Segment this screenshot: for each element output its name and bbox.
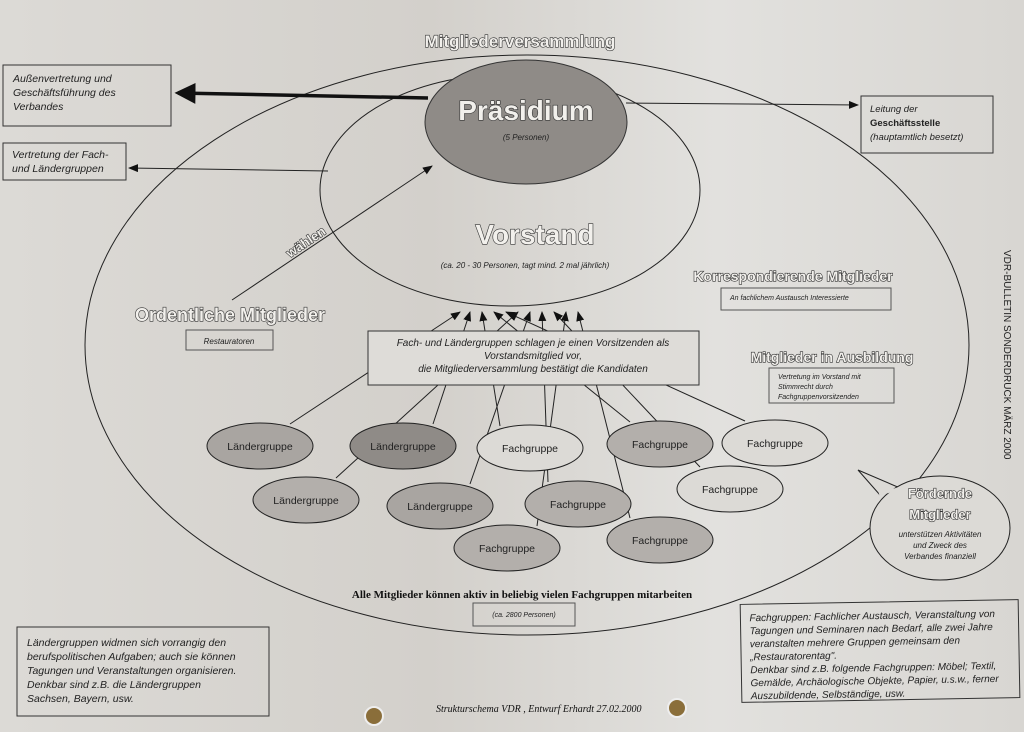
korrespondierende-note: An fachlichem Austausch Interessierte [729,295,849,302]
svg-text:Fach- und Ländergruppen schlag: Fach- und Ländergruppen schlagen je eine… [397,338,670,349]
mitgliederversammlung-title: Mitgliederversammlung [425,32,616,51]
foerdernde-bubble: Fördernde Mitglieder unterstützen Aktivi… [857,469,1011,581]
svg-text:Tagungen und Veranstaltungen o: Tagungen und Veranstaltungen organisiere… [27,665,236,677]
ordentliche-note: Restauratoren [204,337,255,346]
svg-text:Leitung der: Leitung der [870,104,918,115]
svg-text:veranstalten mehrere Gruppen g: veranstalten mehrere Gruppen gemeinsam d… [750,636,961,651]
ausbildung-note: Vertretung im Vorstand mit Stimmrecht du… [768,367,895,404]
mitgliederversammlung-ellipse [84,54,970,636]
svg-text:Tagungen und Seminaren nach Be: Tagungen und Seminaren nach Bedarf, alle… [750,622,994,637]
svg-text:Auszubildende, Selbständige, u: Auszubildende, Selbständige, usw. [750,689,906,703]
group-label: Ländergruppe [273,495,339,507]
svg-text:Vorstandsmitglied vor,: Vorstandsmitglied vor, [484,351,582,362]
svg-text:Fachgruppenvorsitzenden: Fachgruppenvorsitzenden [778,394,859,401]
group-label: Ländergruppe [370,441,436,453]
alle-note: (ca. 2800 Personen) [492,612,555,619]
group-label: Fachgruppe [550,499,606,511]
leitung-box: Leitung der Geschäftsstelle (hauptamtlic… [860,95,994,154]
footer-text: Strukturschema VDR , Entwurf Erhardt 27.… [436,704,642,715]
group-label: Ländergruppe [407,501,473,513]
svg-text:Vertretung im Vorstand mit: Vertretung im Vorstand mit [778,374,862,381]
svg-text:Mitglieder: Mitglieder [909,507,970,522]
praesidium-title: Präsidium [458,95,593,126]
svg-text:Außenvertretung und: Außenvertretung und [12,73,113,85]
group-ellipse [386,482,494,530]
praesidium-note: (5 Personen) [503,133,550,142]
group-ellipse [252,476,360,524]
svg-text:Stimmrecht durch: Stimmrecht durch [778,384,833,391]
svg-text:die Mitgliederversammlung best: die Mitgliederversammlung bestätigt die … [418,364,648,375]
svg-text:„Restauratorentag".: „Restauratorentag". [749,651,837,664]
group-ellipse [524,480,632,528]
group-ellipse [206,422,314,470]
ordentliche-title: Ordentliche Mitglieder [135,305,325,325]
svg-text:Vertretung der Fach-: Vertretung der Fach- [12,149,109,161]
group-ellipse [606,420,714,468]
group-label: Fachgruppe [632,535,688,547]
punch-hole [364,706,384,726]
svg-text:und Zweck des: und Zweck des [913,541,967,550]
svg-text:Geschäftsführung des: Geschäftsführung des [13,87,116,99]
group-ellipse [453,524,561,572]
group-ellipse [476,424,584,472]
side-label: VDR-BULLETIN SONDERDRUCK MÄRZ 2000 [1001,250,1013,460]
vertretung-arrow [128,164,329,173]
group-label: Fachgruppe [747,438,803,450]
praesidium-ellipse [424,59,628,185]
svg-text:Sachsen, Bayern, usw.: Sachsen, Bayern, usw. [27,693,134,705]
waehlen-arrow [231,165,433,301]
leitung-arrow [625,100,859,109]
group-ellipse [606,516,714,564]
svg-text:Denkbar sind z.B. folgende Fac: Denkbar sind z.B. folgende Fachgruppen: … [750,661,996,676]
group-label: Fachgruppe [479,543,535,555]
group-ellipse [676,465,784,513]
korrespondierende-title: Korrespondierende Mitglieder [693,268,893,284]
svg-text:unterstützen Aktivitäten: unterstützen Aktivitäten [899,530,982,539]
ausbildung-title: Mitglieder in Ausbildung [751,349,914,365]
svg-text:berufspolitischen Aufgaben; au: berufspolitischen Aufgaben; auch sie kön… [27,651,236,663]
svg-text:Gemälde, Archäologische Objekt: Gemälde, Archäologische Objekte, Papier,… [750,674,999,689]
vorschlag-box: Fach- und Ländergruppen schlagen je eine… [367,330,700,386]
group-label: Fachgruppe [702,484,758,496]
punch-hole [667,698,687,718]
group-label: Fachgruppe [632,439,688,451]
vorstand-title: Vorstand [475,219,594,250]
ordentliche-note-box [185,329,274,351]
svg-text:und Ländergruppen: und Ländergruppen [12,163,104,175]
group-label: Fachgruppe [502,443,558,455]
aussen-arrow [174,82,429,104]
alle-mitglieder-text: Alle Mitglieder können aktiv in beliebig… [352,589,692,601]
svg-text:Geschäftsstelle: Geschäftsstelle [870,118,940,129]
svg-text:Ländergruppen widmen sich vorr: Ländergruppen widmen sich vorrangig den [27,637,226,649]
svg-text:Fördernde: Fördernde [908,486,972,501]
group-ellipse [721,419,829,467]
svg-text:(hauptamtlich besetzt): (hauptamtlich besetzt) [870,132,963,143]
group-ellipse [349,422,457,470]
group-label: Ländergruppe [227,441,293,453]
svg-text:Verbandes finanziell: Verbandes finanziell [904,552,976,561]
svg-text:Fachgruppen: Fachlicher Austau: Fachgruppen: Fachlicher Austausch, Veran… [749,609,995,624]
alle-note-box [472,602,576,627]
laendergruppen-note-box: Ländergruppen widmen sich vorrangig den … [16,626,270,717]
fachgruppen-note-box: Fachgruppen: Fachlicher Austausch, Veran… [739,599,1021,703]
vorstand-note: (ca. 20 - 30 Personen, tagt mind. 2 mal … [441,261,610,270]
vertretung-box: Vertretung der Fach- und Ländergruppen [2,142,127,181]
svg-text:Denkbar sind z.B. die Ländergr: Denkbar sind z.B. die Ländergruppen [27,679,201,691]
svg-text:Verbandes: Verbandes [13,101,64,113]
korrespondierende-note-box [720,287,892,311]
aussenvertretung-box: Außenvertretung und Geschäftsführung des… [2,64,172,127]
